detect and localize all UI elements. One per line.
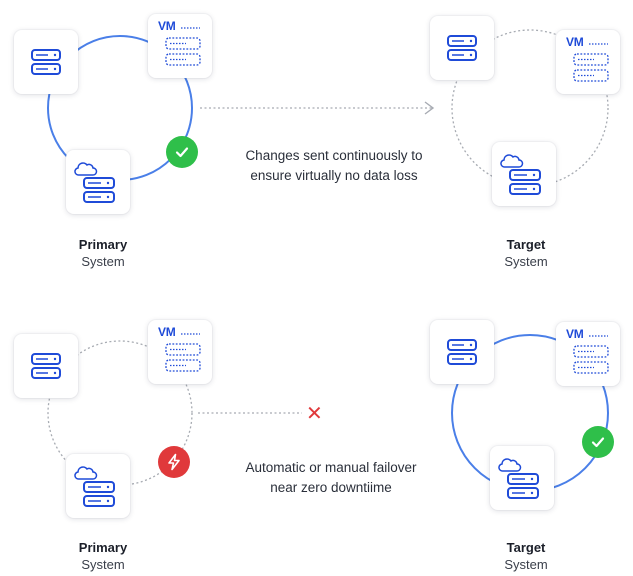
primary-server-card-bottom (14, 334, 78, 398)
virtual-machine-icon (165, 27, 201, 66)
lightning-badge-icon (158, 446, 190, 478)
replication-caption-line-2: ensure virtually no data loss (250, 168, 418, 183)
target-subtitle: System (504, 254, 548, 269)
vm-label: VM (158, 325, 176, 339)
primary-subtitle: System (81, 557, 125, 572)
vm-label: VM (566, 327, 584, 341)
server-stack-icon (447, 35, 477, 61)
check-badge-icon (166, 136, 198, 168)
primary-vm-card-top: VM (148, 14, 212, 78)
primary-server-card-top (14, 30, 78, 94)
target-vm-card-bottom: VM (556, 322, 620, 386)
replication-arrow-head (424, 101, 435, 115)
failover-caption-line-2: near zero downtiime (270, 480, 392, 495)
check-badge-icon (582, 426, 614, 458)
cloud-server-icon (498, 458, 539, 499)
cloud-server-icon (500, 154, 541, 195)
primary-subtitle: System (81, 254, 125, 269)
target-title: Target (506, 237, 546, 252)
replication-caption: Changes sent continuously to ensure virt… (199, 146, 469, 186)
target-cloud-server-card-top (492, 142, 556, 206)
target-subtitle: System (504, 557, 548, 572)
virtual-machine-icon (573, 335, 609, 374)
primary-vm-card-bottom: VM (148, 320, 212, 384)
virtual-machine-icon (573, 43, 609, 82)
primary-title: Primary (78, 237, 128, 252)
replication-caption-line-1: Changes sent continuously to (245, 148, 423, 163)
failover-caption: Automatic or manual failover near zero d… (196, 458, 466, 498)
x-mark-icon: ✕ (306, 401, 323, 425)
target-title: Target (506, 540, 546, 555)
target-label-top: Target System (471, 236, 581, 270)
server-stack-icon (447, 339, 477, 365)
target-label-bottom: Target System (471, 539, 581, 573)
cloud-server-icon (74, 466, 115, 507)
vm-label: VM (566, 35, 584, 49)
primary-label-top: Primary System (48, 236, 158, 270)
cloud-server-icon (74, 162, 115, 203)
target-cloud-server-card-bottom (490, 446, 554, 510)
vm-label: VM (158, 19, 176, 33)
server-stack-icon (31, 353, 61, 379)
server-stack-icon (31, 49, 61, 75)
primary-title: Primary (78, 540, 128, 555)
virtual-machine-icon (165, 333, 201, 372)
target-server-card-top (430, 16, 494, 80)
primary-cloud-server-card-top (66, 150, 130, 214)
target-server-card-bottom (430, 320, 494, 384)
target-vm-card-top: VM (556, 30, 620, 94)
failover-caption-line-1: Automatic or manual failover (245, 460, 417, 475)
primary-cloud-server-card-bottom (66, 454, 130, 518)
primary-label-bottom: Primary System (48, 539, 158, 573)
